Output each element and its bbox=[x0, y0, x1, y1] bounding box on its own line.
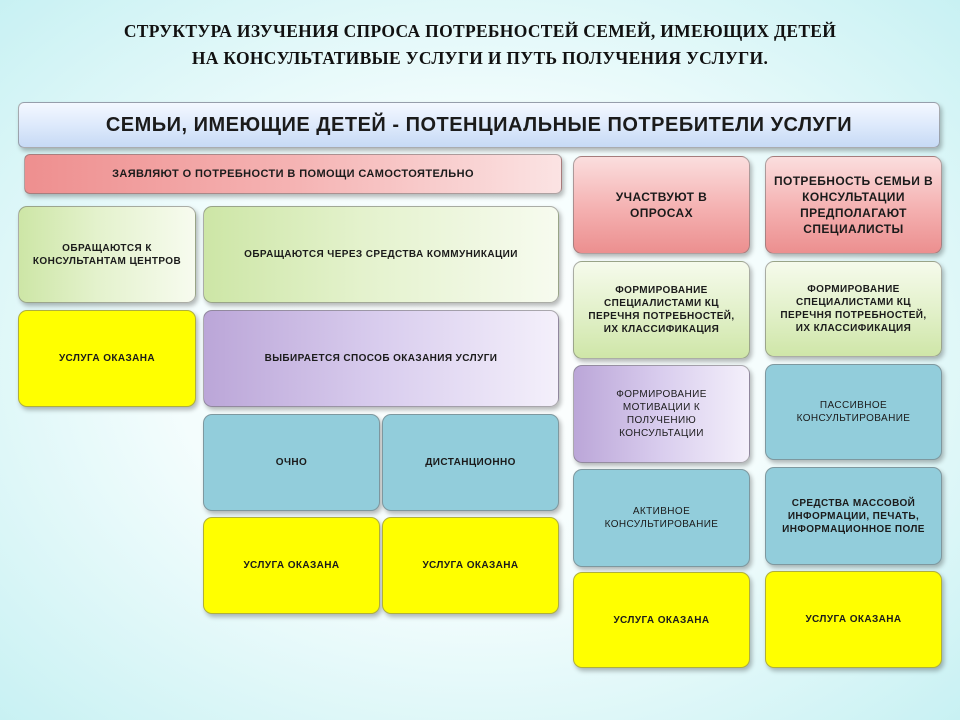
specialists-needs-formation: ФОРМИРОВАНИЕ СПЕЦИАЛИСТАМИ КЦ ПЕРЕЧНЯ ПО… bbox=[765, 261, 942, 357]
method-selection-node: ВЫБИРАЕТСЯ СПОСОБ ОКАЗАНИЯ УСЛУГИ bbox=[203, 310, 559, 407]
specialists-header: ПОТРЕБНОСТЬ СЕМЬИ В КОНСУЛЬТАЦИИ ПРЕДПОЛ… bbox=[765, 156, 942, 254]
remote-service-rendered: УСЛУГА ОКАЗАНА bbox=[382, 517, 559, 614]
title-line-2: НА КОНСУЛЬТАТИВЫЕ УСЛУГИ И ПУТЬ ПОЛУЧЕНИ… bbox=[191, 48, 769, 68]
motivation-node: ФОРМИРОВАНИЕ МОТИВАЦИИ К ПОЛУЧЕНИЮ КОНСУ… bbox=[573, 365, 750, 463]
remote-node: ДИСТАНЦИОННО bbox=[382, 414, 559, 511]
active-consulting-node: АКТИВНОЕ КОНСУЛЬТИРОВАНИЕ bbox=[573, 469, 750, 567]
mass-media-node: СРЕДСТВА МАССОВОЙ ИНФОРМАЦИИ, ПЕЧАТЬ, ИН… bbox=[765, 467, 942, 565]
in-person-service-rendered: УСЛУГА ОКАЗАНА bbox=[203, 517, 380, 614]
specialists-service-rendered: УСЛУГА ОКАЗАНА bbox=[765, 571, 942, 668]
title-line-1: СТРУКТУРА ИЗУЧЕНИЯ СПРОСА ПОТРЕБНОСТЕЙ С… bbox=[123, 21, 837, 41]
diagram-title: СТРУКТУРА ИЗУЧЕНИЯ СПРОСА ПОТРЕБНОСТЕЙ С… bbox=[20, 18, 940, 72]
consultants-service-rendered: УСЛУГА ОКАЗАНА bbox=[18, 310, 196, 407]
communication-node: ОБРАЩАЮТСЯ ЧЕРЕЗ СРЕДСТВА КОММУНИКАЦИИ bbox=[203, 206, 559, 303]
surveys-header: УЧАСТВУЮТ В ОПРОСАХ bbox=[573, 156, 750, 254]
potential-consumers-banner: СЕМЬИ, ИМЕЮЩИЕ ДЕТЕЙ - ПОТЕНЦИАЛЬНЫЕ ПОТ… bbox=[18, 102, 940, 148]
surveys-service-rendered: УСЛУГА ОКАЗАНА bbox=[573, 572, 750, 668]
surveys-needs-formation: ФОРМИРОВАНИЕ СПЕЦИАЛИСТАМИ КЦ ПЕРЕЧНЯ ПО… bbox=[573, 261, 750, 359]
self-request-header: ЗАЯВЛЯЮТ О ПОТРЕБНОСТИ В ПОМОЩИ САМОСТОЯ… bbox=[24, 154, 562, 194]
consultants-node: ОБРАЩАЮТСЯ К КОНСУЛЬТАНТАМ ЦЕНТРОВ bbox=[18, 206, 196, 303]
passive-consulting-node: ПАССИВНОЕ КОНСУЛЬТИРОВАНИЕ bbox=[765, 364, 942, 460]
in-person-node: ОЧНО bbox=[203, 414, 380, 511]
